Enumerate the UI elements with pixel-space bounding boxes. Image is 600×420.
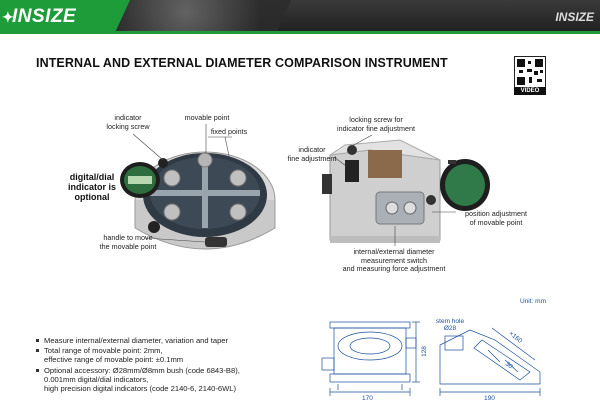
- page-title: INTERNAL AND EXTERNAL DIAMETER COMPARISO…: [36, 56, 448, 70]
- feature-item: Optional accessory: Ø28mm/Ø8mm bush (cod…: [36, 366, 240, 394]
- left-callout-lines: [132, 124, 233, 243]
- callout-handle: handle to move the movable point: [99, 233, 157, 251]
- feature-item: Total range of movable point: 2mm, effec…: [36, 346, 240, 364]
- callout-indicator-locking-screw: indicator locking screw: [106, 113, 150, 131]
- dim-width-side: 190: [484, 395, 495, 402]
- dim-height: 128: [420, 346, 428, 357]
- right-instrument: [322, 139, 490, 243]
- dim-width-front: 170: [362, 395, 373, 402]
- left-instrument: [120, 151, 276, 250]
- right-callout-lines: [333, 134, 456, 246]
- callout-measurement-switch: internal/external diameter measurement s…: [342, 247, 446, 273]
- unit-label: Unit: mm: [520, 298, 546, 305]
- header-photo: [116, 0, 291, 31]
- feature-list: Measure internal/external diameter, vari…: [36, 336, 240, 394]
- header-bar: ✦ INSIZE INSIZE: [0, 0, 600, 34]
- brand-logo: ✦ INSIZE: [0, 0, 130, 34]
- brand-wordmark: INSIZE: [12, 6, 77, 27]
- logo-arrows-icon: ✦: [2, 9, 14, 25]
- callout-indicator-fine: indicator fine adjustment: [287, 145, 337, 163]
- qr-code[interactable]: [514, 56, 546, 88]
- stem-hole-label: stem hole Ø28: [435, 318, 465, 332]
- tech-drawing: [321, 321, 541, 396]
- callout-digital-dial-optional: digital/dial indicator is optional: [67, 172, 116, 202]
- callout-fixed-points: fixed points: [210, 127, 248, 136]
- brand-right-text: INSIZE: [555, 10, 594, 24]
- brand-logo-right: INSIZE: [555, 10, 594, 24]
- callout-position-adjustment: position adjustment of movable point: [465, 209, 527, 227]
- callout-locking-screw-fine: locking screw for indicator fine adjustm…: [337, 115, 415, 133]
- feature-item: Measure internal/external diameter, vari…: [36, 336, 240, 345]
- callout-movable-point: movable point: [184, 113, 230, 122]
- header-accent-line: [0, 31, 600, 34]
- video-badge: VIDEO: [514, 87, 546, 95]
